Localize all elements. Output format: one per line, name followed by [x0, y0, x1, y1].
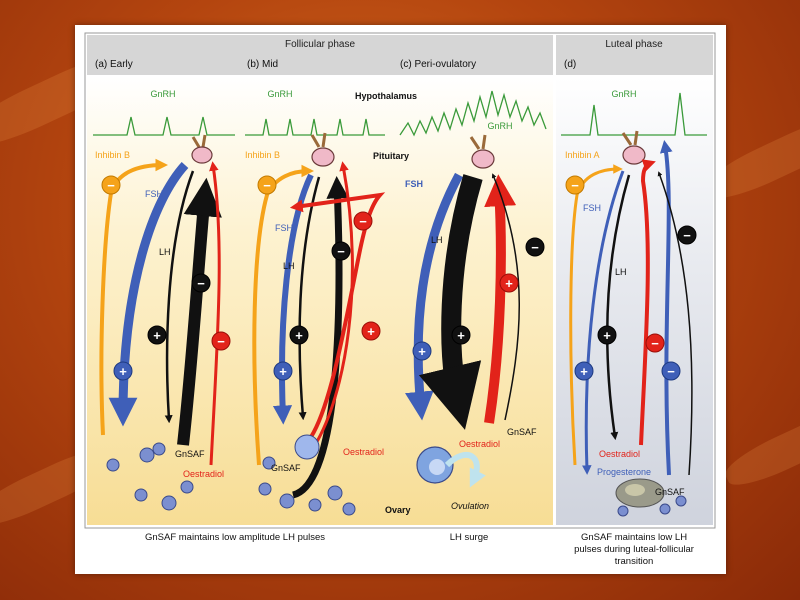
- corpus-luteum-d: [615, 478, 687, 517]
- oestradiol-minus-sign-a: −: [217, 334, 225, 349]
- panel-b-label: (b) Mid: [247, 59, 278, 70]
- fsh-arrow-c: [405, 172, 463, 421]
- pituitary-gland-c: [469, 134, 495, 169]
- lh-arrow-d: [606, 174, 631, 441]
- lh-plus-sign-a: +: [153, 328, 161, 343]
- fsh-label-b: FSH: [275, 223, 293, 233]
- ovulation-label: Ovulation: [451, 501, 489, 511]
- hormone-feedback-diagram: Follicular phase Luteal phase (a) Early …: [84, 32, 716, 567]
- oestradiol-arrow-a: [209, 161, 221, 466]
- fsh-arrow-b: [272, 173, 314, 425]
- pituitary-gland-a: [191, 134, 213, 164]
- fsh-label-a: FSH: [145, 189, 163, 199]
- lh-label-b: LH: [283, 261, 295, 271]
- caption-luteal-line1: GnSAF maintains low LH: [581, 532, 687, 543]
- gnsaf-minus-sign-d: −: [683, 228, 691, 243]
- gnrh-label-a: GnRH: [150, 89, 175, 99]
- gnrh-pulse-trace-a: [93, 116, 235, 136]
- ovary-follicles-b: [258, 434, 356, 516]
- oestradiol-feedback-arrow-b: [313, 161, 354, 446]
- progesterone-arrow-d: [659, 139, 673, 476]
- oestradiol-label-b: Oestradiol: [343, 447, 384, 457]
- fsh-label-c: FSH: [405, 179, 423, 189]
- inhibin-minus-sign-b: −: [263, 178, 271, 193]
- oestradiol-plus-sign-b: +: [367, 324, 375, 339]
- dominant-follicle-c: [416, 446, 454, 484]
- gnrh-label-c: GnRH: [487, 121, 512, 131]
- gnsaf-label-a: GnSAF: [175, 449, 205, 459]
- pituitary-gland-b: [310, 132, 335, 167]
- inhibin-b-label-b: Inhibin B: [245, 150, 280, 160]
- inhibin-a-arrow-d: [569, 164, 623, 466]
- gnsaf-label-b: GnSAF: [271, 463, 301, 473]
- gnrh-label-d: GnRH: [611, 89, 636, 99]
- fsh-arrow-d: [582, 170, 625, 475]
- inhibin-minus-sign-a: −: [107, 178, 115, 193]
- inhibin-b-label-a: Inhibin B: [95, 150, 130, 160]
- gnsaf-arrow-d: [657, 171, 693, 476]
- caption-luteal-line3: transition: [615, 556, 654, 567]
- pituitary-label: Pituitary: [373, 151, 409, 161]
- background-streak: [719, 399, 800, 495]
- fsh-label-d: FSH: [583, 203, 601, 213]
- follicular-header-bg: [87, 35, 553, 75]
- panel-d-label: (d): [564, 59, 576, 70]
- gnrh-surge-trace-c: [399, 90, 547, 137]
- fsh-plus-sign-c: +: [418, 344, 426, 359]
- lh-label-c: LH: [431, 235, 443, 245]
- caption-luteal-line2: pulses during luteal-follicular: [574, 544, 694, 555]
- gnsaf-arrow-c: [491, 173, 520, 421]
- luteal-phase-label: Luteal phase: [605, 39, 663, 50]
- fsh-plus-sign-b: +: [279, 364, 287, 379]
- fsh-plus-sign-d: +: [580, 364, 588, 379]
- gnsaf-arrow-b: [291, 176, 349, 499]
- gnsaf-arrow-a: [177, 177, 222, 446]
- lh-surge-arrow-c: [418, 174, 483, 430]
- inhibin-a-label-d: Inhibin A: [565, 150, 600, 160]
- oestradiol-plus-sign-c: +: [505, 276, 513, 291]
- gnsaf-minus-sign-c: −: [531, 240, 539, 255]
- feedback-badges: [101, 175, 697, 381]
- lh-plus-sign-b: +: [295, 328, 303, 343]
- panel-c-label: (c) Peri-ovulatory: [400, 59, 476, 70]
- ovulation-arrow: [444, 451, 486, 488]
- oestradiol-label-d: Oestradiol: [599, 449, 640, 459]
- inhibin-b-arrow-b: [252, 164, 315, 466]
- caption-follicular: GnSAF maintains low amplitude LH pulses: [145, 532, 325, 543]
- luteal-header-bg: [556, 35, 713, 75]
- follicular-phase-label: Follicular phase: [285, 39, 355, 50]
- gnsaf-label-d: GnSAF: [655, 487, 685, 497]
- oestradiol-arrow-b: [289, 192, 386, 439]
- progesterone-minus-sign-d: −: [667, 364, 675, 379]
- oestradiol-minus-sign-b: −: [359, 214, 367, 229]
- gnsaf-minus-sign-b: −: [337, 244, 345, 259]
- gnrh-label-b: GnRH: [267, 89, 292, 99]
- progesterone-label-d: Progesterone: [597, 467, 651, 477]
- ovary-follicles-a: [106, 442, 194, 511]
- inhibin-b-arrow-a: [99, 158, 169, 436]
- oestradiol-positive-arrow-c: [484, 174, 517, 424]
- lh-plus-sign-c: +: [457, 328, 465, 343]
- hypothalamus-label: Hypothalamus: [355, 91, 417, 101]
- oestradiol-label-a: Oestradiol: [183, 469, 224, 479]
- oestradiol-arrow-d: [639, 159, 656, 446]
- slide-figure: Follicular phase Luteal phase (a) Early …: [75, 25, 726, 574]
- lh-label-d: LH: [615, 267, 627, 277]
- gnsaf-label-c: GnSAF: [507, 427, 537, 437]
- lh-arrow-b: [298, 176, 321, 421]
- caption-lh-surge: LH surge: [450, 532, 489, 543]
- oestradiol-label-c: Oestradiol: [459, 439, 500, 449]
- gnrh-pulse-trace-b: [245, 118, 385, 136]
- ovary-label: Ovary: [385, 505, 411, 515]
- lh-plus-sign-d: +: [603, 328, 611, 343]
- pituitary-gland-d: [621, 130, 646, 165]
- panel-a-label: (a) Early: [95, 59, 133, 70]
- fsh-plus-sign-a: +: [119, 364, 127, 379]
- lh-label-a: LH: [159, 247, 171, 257]
- inhibin-minus-sign-d: −: [571, 178, 579, 193]
- gnsaf-minus-sign-a: −: [197, 276, 205, 291]
- oestradiol-minus-sign-d: −: [651, 336, 659, 351]
